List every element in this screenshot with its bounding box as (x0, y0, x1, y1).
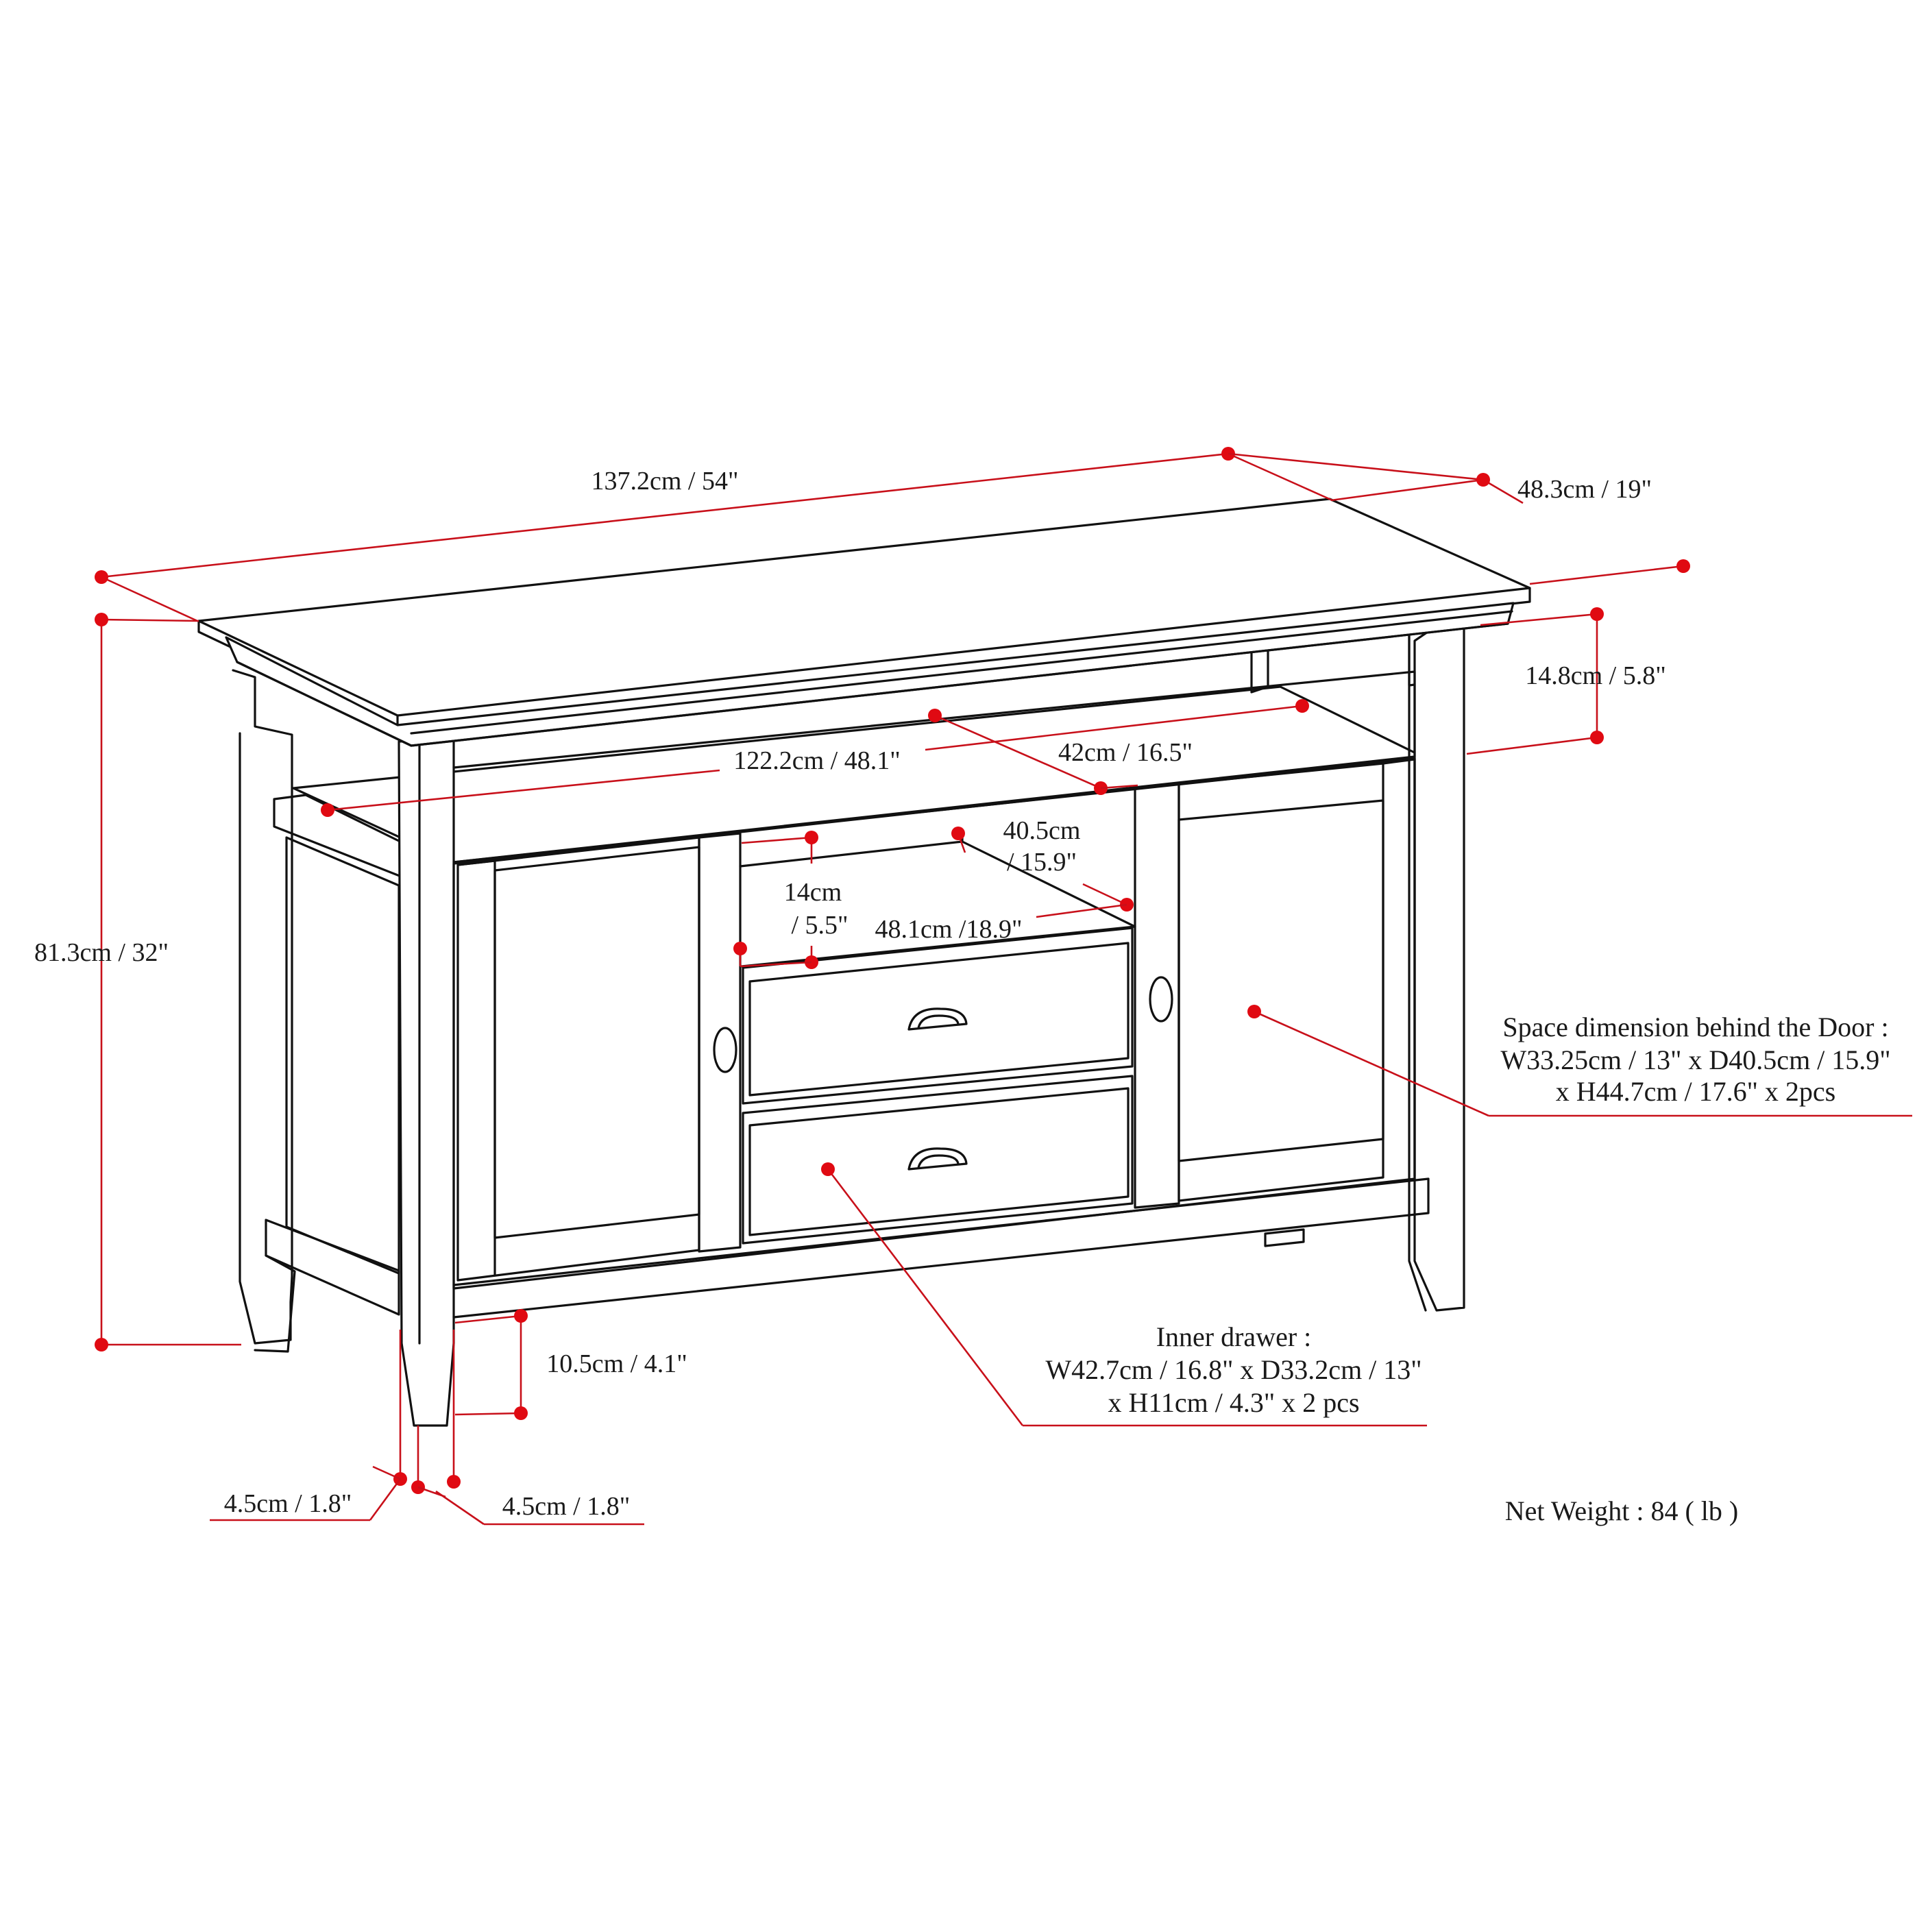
furniture-drawing (197, 498, 1531, 1427)
door-space-title: Space dimension behind the Door : (1502, 1012, 1888, 1042)
opening-depth-label-1: 40.5cm (1003, 816, 1081, 845)
top-molding-lines (236, 610, 1513, 747)
dim-point (95, 570, 108, 584)
front-leg-right (1413, 626, 1465, 1312)
back-foot-right (1264, 1228, 1305, 1247)
right-door-frame (1177, 762, 1384, 1202)
drawer-height: x H11cm / 4.3" x 2 pcs (1108, 1387, 1359, 1418)
upper-drawer-pull-icon (907, 1007, 968, 1031)
front-bottom-rail (452, 1177, 1430, 1319)
upper-drawer-face (748, 942, 1130, 1097)
shelf-width-label: 122.2cm / 48.1" (733, 746, 901, 775)
leg-width-right-label: 4.5cm / 1.8" (502, 1492, 631, 1521)
depth-label: 48.3cm / 19" (1517, 475, 1652, 504)
opening-height-label-1: 14cm (784, 878, 842, 907)
left-door-side (456, 859, 496, 1276)
lower-drawer-pull-icon (907, 1147, 968, 1171)
left-side-leg-foot (254, 1254, 296, 1353)
notes: Space dimension behind the Door : W33.25… (1045, 1012, 1890, 1526)
left-door-knob-icon (713, 1027, 737, 1073)
height-label: 81.3cm / 32" (34, 938, 169, 967)
opening-height-label-2: / 5.5" (791, 911, 848, 940)
width-label: 137.2cm / 54" (591, 467, 739, 496)
left-side-bottom-rail (265, 1219, 400, 1316)
center-post-left (698, 832, 742, 1253)
table-top-front-edge (197, 587, 1531, 728)
right-door-knob-icon (1149, 976, 1173, 1023)
dimension-lines (95, 447, 1912, 1526)
shelf-depth-label: 42cm / 16.5" (1058, 738, 1193, 767)
leg-clearance-label: 10.5cm / 4.1" (546, 1349, 687, 1378)
dimension-labels: 137.2cm / 54" 48.3cm / 19" 81.3cm / 32" … (34, 467, 1666, 1521)
back-leg-left (232, 669, 293, 1345)
shelf-lip-left (273, 794, 404, 879)
right-door-inner-panel (1177, 799, 1384, 1162)
right-door-side (1382, 758, 1416, 1177)
door-space-height: x H44.7cm / 17.6" x 2pcs (1556, 1076, 1836, 1107)
door-space-dimensions: W33.25cm / 13" x D40.5cm / 15.9" (1500, 1044, 1890, 1075)
opening-width-label: 48.1cm /18.9" (875, 915, 1023, 944)
width-dimension-line (101, 452, 1229, 578)
lower-drawer-face (748, 1087, 1130, 1236)
right-side-edge (1408, 635, 1427, 1312)
front-face-frame (452, 757, 1416, 1290)
drawer-title: Inner drawer : (1156, 1321, 1312, 1352)
leg-width-left-label: 4.5cm / 1.8" (224, 1489, 352, 1518)
open-compartment-back (739, 840, 1136, 968)
opening-depth-label-2: / 15.9" (1007, 848, 1077, 877)
drawer-dimensions: W42.7cm / 16.8" x D33.2cm / 13" (1045, 1354, 1421, 1385)
top-thickness-label: 14.8cm / 5.8" (1525, 661, 1666, 690)
net-weight: Net Weight : 84 ( lb ) (1505, 1495, 1738, 1526)
lower-drawer (742, 1075, 1134, 1245)
front-leg-left (398, 737, 455, 1427)
left-side-panel (285, 836, 400, 1275)
left-door-inner-panel (493, 846, 700, 1239)
center-post-right (1134, 783, 1180, 1209)
upper-drawer (742, 927, 1134, 1105)
